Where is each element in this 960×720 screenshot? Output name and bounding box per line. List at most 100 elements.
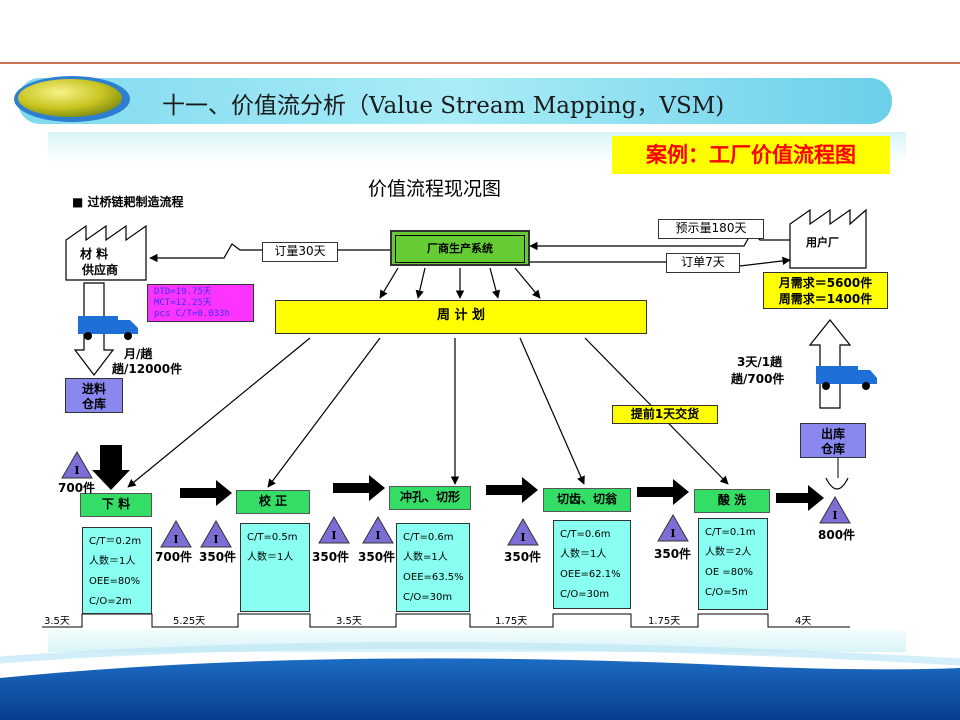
- data-box-straightening: C/T=0.5m 人数＝1人: [240, 523, 310, 612]
- inventory-label: 350件: [358, 550, 396, 564]
- inventory-label: 350件: [312, 550, 350, 564]
- process-cutting: 下 料: [80, 493, 152, 517]
- inventory-label: 700件: [58, 481, 96, 495]
- incoming-warehouse-box: 进料 仓库: [65, 378, 123, 413]
- push-arrow-icon: [486, 477, 538, 503]
- data-pickling-oee: OE =80%: [705, 567, 753, 578]
- push-arrow-icon: [776, 485, 824, 511]
- data-cutting-staff: 人数＝1人: [89, 556, 136, 567]
- case-label: 案例：工厂价值流程图: [612, 136, 890, 174]
- inventory-symbol: I: [832, 509, 837, 522]
- data-tooth-ct: C/T=0.6m: [560, 529, 611, 540]
- data-box-tooth-cutting: C/T=0.6m 人数＝1人 OEE=62.1% C/O=30m: [553, 520, 631, 609]
- timeline-label: 4天: [795, 616, 812, 627]
- inbound-truck-icon: [78, 316, 138, 340]
- push-arrows: [180, 475, 824, 511]
- supplier-label-line1: 材 料: [80, 247, 109, 261]
- data-straightening-ct: C/T=0.5m: [247, 532, 298, 543]
- inventory-triangle-icon: [507, 517, 539, 546]
- dtd-value: DTD=19.75天: [154, 287, 212, 297]
- diagram-title: 价值流程现况图: [368, 178, 502, 200]
- data-box-cutting: C/T＝0.2m 人数＝1人 OEE=80% C/O=2m: [82, 527, 152, 614]
- supplier-label-line2: 供应商: [82, 263, 119, 277]
- process-name: ■ 过桥链耙制造流程: [72, 195, 184, 209]
- timeline-label: 1.75天: [648, 616, 681, 627]
- data-punching-oee: OEE=63.5%: [403, 572, 464, 583]
- inventory-label: 350件: [654, 547, 692, 561]
- outbound-delivery-line2: 趟/700件: [731, 372, 785, 386]
- data-punching-staff: 人数=1人: [403, 552, 448, 563]
- customer-factory-icon: [789, 208, 867, 269]
- data-pickling-staff: 人数＝2人: [705, 547, 752, 558]
- data-cutting-co: C/O=2m: [89, 596, 132, 607]
- inventory-symbol: I: [213, 533, 218, 546]
- pcs-ct-value: pcs C/T=0.033h: [154, 309, 230, 319]
- inventory-symbol: I: [173, 533, 178, 546]
- inventory-label: 800件: [818, 528, 856, 542]
- outgoing-warehouse-line2: 仓库: [820, 442, 845, 456]
- process-pickling: 酸 洗: [694, 489, 770, 513]
- weekly-demand: 周需求＝1400件: [778, 292, 873, 306]
- inventory-triangle-icon: [160, 519, 192, 548]
- supplier-factory-icon: [65, 224, 147, 281]
- timeline-label: 1.75天: [495, 616, 528, 627]
- data-box-pickling: C/T=0.1m 人数＝2人 OE =80% C/O=5m: [698, 518, 768, 610]
- inbound-delivery-line2: 趟/12000件: [112, 362, 183, 376]
- process-straightening: 校 正: [236, 490, 310, 514]
- data-punching-co: C/O=30m: [403, 592, 453, 603]
- data-tooth-co: C/O=30m: [560, 589, 610, 600]
- production-system-box: 厂商生产系统: [390, 230, 530, 266]
- mct-value: MCT=12.25天: [154, 298, 212, 308]
- inventory-label: 350件: [504, 550, 542, 564]
- monthly-demand: 月需求＝5600件: [778, 276, 873, 290]
- push-arrow-icon: [333, 475, 385, 501]
- inventory-symbol: I: [520, 531, 525, 544]
- timeline: [42, 613, 850, 628]
- inventory-label: 350件: [199, 550, 237, 564]
- data-straightening-staff: 人数＝1人: [247, 552, 294, 563]
- production-system-label: 厂商生产系统: [395, 235, 525, 263]
- inventory-symbol: I: [375, 529, 380, 542]
- inventory-triangle-icon: [819, 495, 851, 524]
- inventory-triangle-icon: [362, 515, 394, 544]
- process-punching: 冲孔、切形: [389, 486, 471, 510]
- push-arrow-icon: [180, 480, 232, 506]
- data-box-punching: C/T=0.6m 人数=1人 OEE=63.5% C/O=30m: [396, 523, 470, 612]
- inbound-delivery-line1: 月/趟: [124, 347, 153, 361]
- system-to-schedule-arrows: [379, 267, 541, 299]
- lead-time-box: DTD=19.75天 MCT=12.25天 pcs C/T=0.033h: [147, 284, 254, 322]
- outbound-delivery-line1: 3天/1趟: [737, 355, 783, 369]
- inventory-triangle-icon: [318, 515, 350, 544]
- process-tooth-cutting: 切齿、切翁: [543, 488, 631, 512]
- inventory-triangles: [61, 450, 851, 548]
- outbound-truck-icon: [816, 366, 877, 390]
- forecast-tag: 预示量180天: [658, 219, 764, 239]
- order-supplier-tag: 订量30天: [262, 242, 338, 262]
- incoming-warehouse-line1: 进料: [81, 382, 106, 396]
- outgoing-warehouse-line1: 出库: [820, 427, 845, 441]
- inventory-triangle-icon: [200, 519, 232, 548]
- data-tooth-oee: OEE=62.1%: [560, 569, 621, 580]
- slide-title: 十一、价值流分析（Value Stream Mapping，VSM): [162, 93, 725, 119]
- shipping-arc-icon: [825, 477, 849, 490]
- inventory-symbol: I: [331, 529, 336, 542]
- inventory-triangle-icon: [61, 450, 93, 479]
- inventory-symbol: I: [74, 464, 79, 477]
- data-cutting-ct: C/T＝0.2m: [89, 536, 142, 547]
- data-tooth-staff: 人数＝1人: [560, 549, 607, 560]
- inventory-triangle-labels: I I I I I I I I: [74, 464, 837, 546]
- outbound-arrow-icon: [808, 319, 852, 409]
- incoming-warehouse-line2: 仓库: [81, 397, 106, 411]
- inventory-symbol: I: [670, 527, 675, 540]
- timeline-label: 5.25天: [173, 616, 206, 627]
- data-punching-ct: C/T=0.6m: [403, 532, 454, 543]
- material-drop-arrow-icon: [92, 445, 130, 490]
- data-pickling-ct: C/T=0.1m: [705, 527, 756, 538]
- order-customer-tag: 订单7天: [666, 253, 740, 273]
- inventory-label: 700件: [155, 550, 193, 564]
- timeline-label: 3.5天: [44, 616, 70, 627]
- outgoing-warehouse-box: 出库 仓库: [800, 423, 866, 458]
- demand-box: 月需求＝5600件 周需求＝1400件: [763, 272, 888, 309]
- push-arrow-icon: [637, 479, 689, 505]
